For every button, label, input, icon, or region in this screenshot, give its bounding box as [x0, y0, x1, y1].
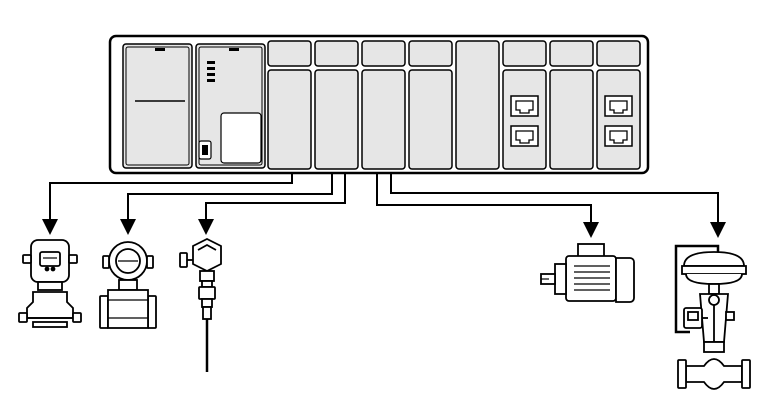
- memory-card-slot: [220, 112, 262, 164]
- power-led-icon: [155, 48, 165, 51]
- io-module-3: [361, 40, 406, 170]
- blank-module: [455, 40, 500, 170]
- usb-port-icon: [198, 140, 212, 160]
- cpu-led-icon: [229, 48, 239, 51]
- flowmeter-icon: [99, 241, 157, 329]
- controller-rack: [108, 34, 650, 175]
- control-valve-icon: [674, 244, 751, 390]
- io-module-5: [549, 40, 594, 170]
- power-supply-module: [122, 43, 193, 169]
- status-leds-icon: [207, 61, 215, 82]
- pressure-transmitter-icon: [18, 239, 82, 328]
- cpu-module: [195, 43, 266, 169]
- io-module-4: [408, 40, 453, 170]
- ethernet-port-icon: [604, 95, 633, 117]
- wire-control-valve: [390, 172, 726, 238]
- ethernet-port-icon: [604, 125, 633, 147]
- motor-icon: [540, 243, 635, 303]
- connection-wires: [42, 172, 726, 238]
- wire-motor: [376, 172, 599, 238]
- thermocouple-icon: [179, 237, 222, 372]
- network-module-1: [502, 40, 547, 170]
- wire-temperature-sensor: [198, 172, 346, 235]
- io-module-1: [267, 40, 312, 170]
- ethernet-port-icon: [510, 125, 539, 147]
- ethernet-port-icon: [510, 95, 539, 117]
- network-module-2: [596, 40, 641, 170]
- wire-flowmeter: [120, 172, 333, 235]
- wire-pressure-transmitter: [42, 172, 293, 235]
- io-module-2: [314, 40, 359, 170]
